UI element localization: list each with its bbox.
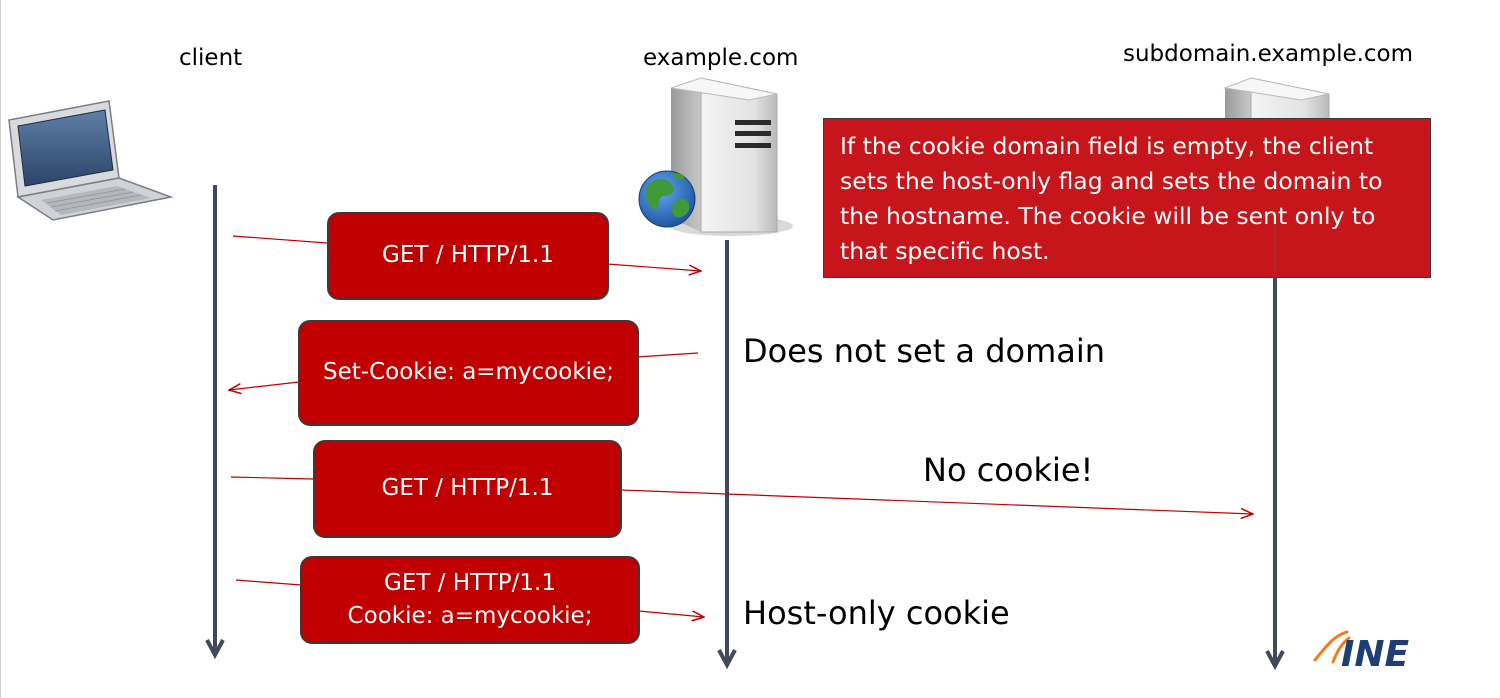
request2-arrow-in: [230, 476, 314, 480]
client-label: client: [179, 45, 243, 71]
request3-line2: Cookie: a=mycookie;: [347, 603, 593, 629]
response-box: Set-Cookie: a=mycookie;: [298, 320, 639, 426]
response-arrow-out: [229, 381, 300, 390]
request3-line1: GET / HTTP/1.1: [384, 569, 556, 596]
response-arrow-in: [636, 352, 699, 358]
request2-text: GET / HTTP/1.1: [381, 475, 554, 502]
request1-text: GET / HTTP/1.1: [382, 242, 554, 269]
subdomain-label: subdomain.example.com: [1123, 41, 1414, 67]
laptop-icon: [8, 100, 174, 221]
request3-arrow-in: [235, 579, 302, 586]
request1-box: GET / HTTP/1.1: [327, 212, 609, 300]
request2-box: GET / HTTP/1.1: [313, 440, 622, 538]
callout-text: If the cookie domain field is empty, the…: [840, 132, 1383, 265]
lifelines: [215, 185, 1275, 666]
ine-logo-text: INE: [1341, 634, 1410, 672]
server-globe-icon: [638, 77, 793, 236]
request3-box: GET / HTTP/1.1 Cookie: a=mycookie;: [300, 556, 640, 644]
note-no-cookie: No cookie!: [923, 451, 1094, 489]
request3-arrow-out: [638, 611, 704, 617]
note-host-only: Host-only cookie: [743, 594, 1010, 632]
request2-arrow-out: [620, 489, 1253, 514]
ine-logo: INE: [1313, 630, 1410, 672]
request1-arrow-out: [606, 263, 701, 271]
response-text: Set-Cookie: a=mycookie;: [323, 359, 614, 386]
explanation-callout: If the cookie domain field is empty, the…: [823, 118, 1431, 278]
request1-arrow-in: [232, 235, 328, 244]
note-no-domain: Does not set a domain: [743, 332, 1106, 370]
server-label: example.com: [643, 45, 799, 71]
message-arrows: [229, 235, 1253, 617]
